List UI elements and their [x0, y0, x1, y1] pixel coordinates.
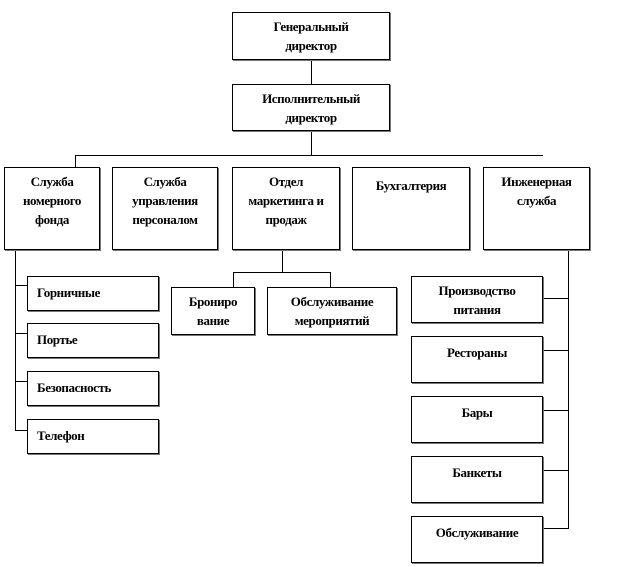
connector	[15, 250, 16, 431]
unit-service: Обслуживание	[411, 516, 543, 563]
dept-hr: Служба управления персоналом	[112, 167, 218, 250]
connector	[543, 528, 568, 529]
connector	[75, 155, 543, 156]
dept-marketing: Отдел маркетинга и продаж	[232, 167, 340, 250]
unit-bars: Бары	[411, 396, 543, 443]
connector	[543, 350, 568, 351]
unit-telephone: Телефон	[27, 419, 159, 454]
unit-security: Безопасность	[27, 371, 159, 406]
unit-porters: Портье	[27, 323, 159, 358]
dept-room-fund: Служба номерного фонда	[4, 167, 100, 250]
connector	[233, 272, 234, 287]
unit-banquets: Банкеты	[411, 456, 543, 503]
connector	[15, 285, 27, 286]
connector	[282, 250, 283, 272]
dept-accounting: Бухгалтерия	[352, 167, 470, 250]
dept-engineering: Инженерная служба	[483, 167, 590, 250]
unit-events: Обслуживание мероприятий	[267, 287, 397, 335]
unit-restaurants: Рестораны	[411, 336, 543, 383]
general-director-box: Генеральный директор	[232, 12, 390, 60]
connector	[15, 381, 27, 382]
connector	[543, 470, 568, 471]
connector	[311, 60, 312, 84]
unit-booking: Брониро вание	[171, 287, 255, 335]
connector	[330, 272, 331, 287]
connector	[75, 155, 76, 167]
connector	[568, 250, 569, 529]
executive-director-box: Исполнительный директор	[232, 84, 390, 131]
connector	[15, 333, 27, 334]
connector	[311, 131, 312, 155]
connector	[15, 430, 27, 431]
connector	[543, 298, 568, 299]
connector	[233, 272, 331, 273]
connector	[543, 410, 568, 411]
unit-food-production: Производство питания	[411, 276, 543, 323]
unit-maids: Горничные	[27, 276, 159, 311]
